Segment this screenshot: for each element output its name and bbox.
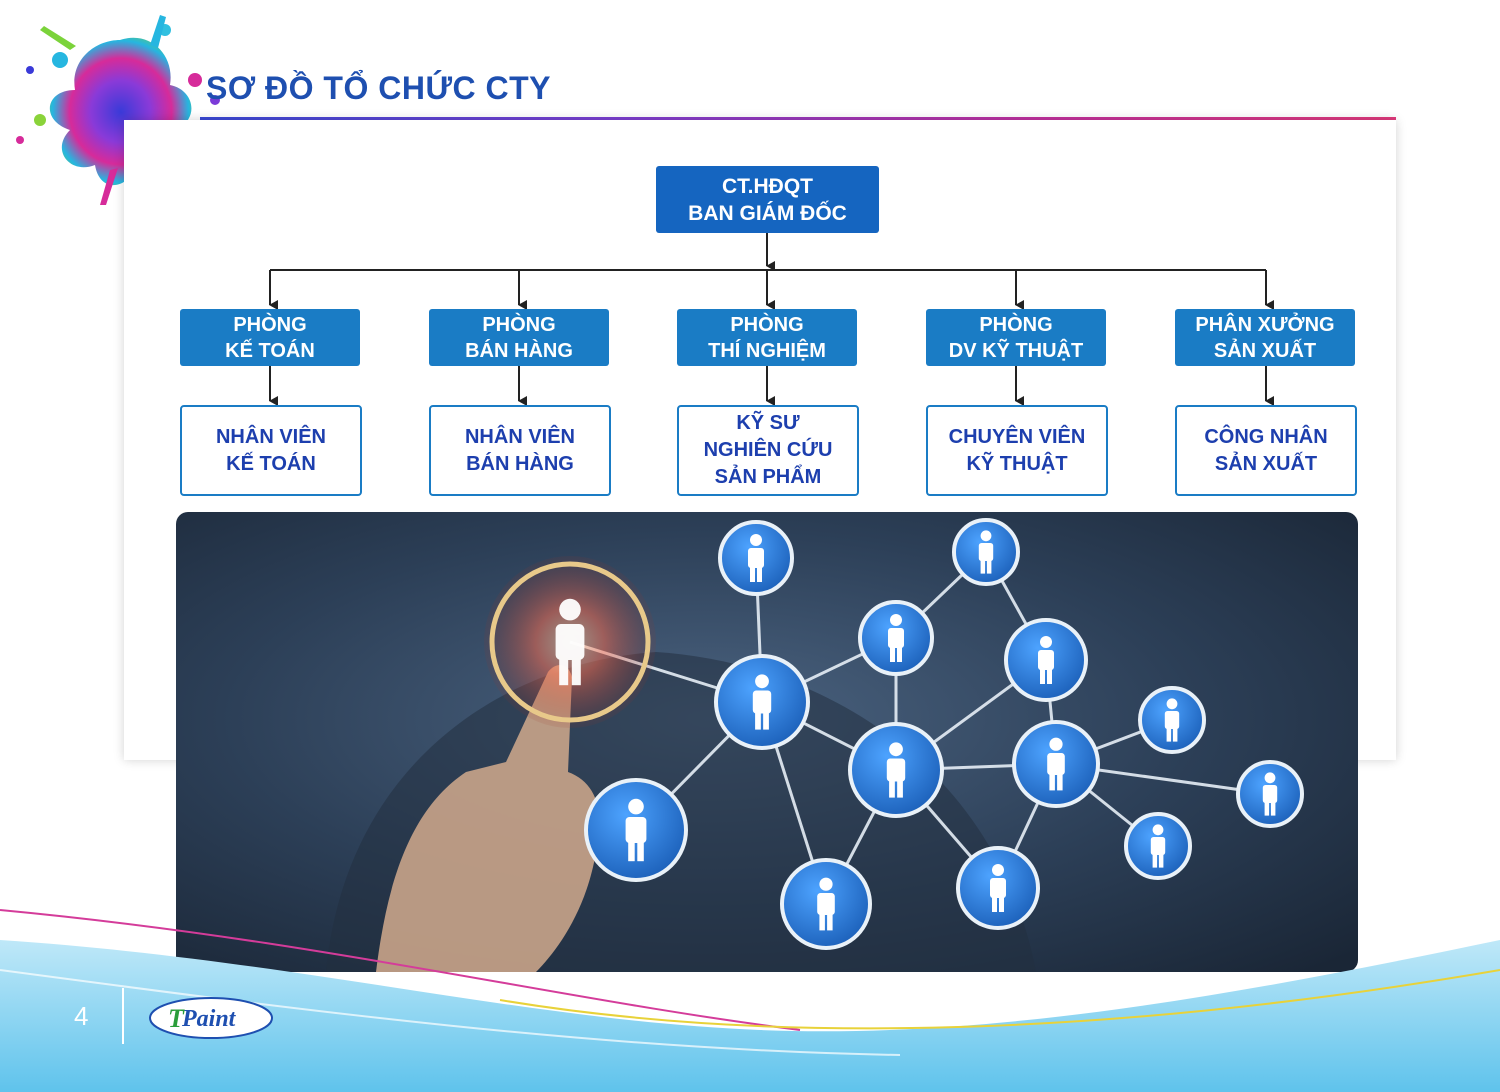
dept-technical-service-box: PHÒNG DV KỸ THUẬT — [926, 309, 1106, 366]
staff-production-box: CÔNG NHÂN SẢN XUẤT — [1175, 405, 1357, 496]
logo-mark: T — [168, 1004, 185, 1033]
staff-technical-box: CHUYÊN VIÊN KỸ THUẬT — [926, 405, 1108, 496]
footer-divider — [122, 988, 124, 1044]
page-title: SƠ ĐỒ TỔ CHỨC CTY — [206, 70, 552, 106]
dept-sales-box: PHÒNG BÁN HÀNG — [429, 309, 609, 366]
org-chart-connectors — [269, 233, 1274, 406]
dept-production-box: PHÂN XƯỞNG SẢN XUẤT — [1175, 309, 1355, 366]
network-illustration — [176, 512, 1358, 972]
footer-waves — [0, 909, 1500, 1092]
board-of-directors-box: CT.HĐQT BAN GIÁM ĐỐC — [656, 166, 879, 233]
tpaint-logo: T Paint — [149, 997, 273, 1039]
staff-accounting-box: NHÂN VIÊN KẾ TOÁN — [180, 405, 362, 496]
dept-accounting-box: PHÒNG KẾ TOÁN — [180, 309, 360, 366]
dept-laboratory-box: PHÒNG THÍ NGHIỆM — [677, 309, 857, 366]
logo-text: Paint — [181, 1006, 237, 1032]
title-underline — [200, 117, 1396, 120]
page-number: 4 — [74, 1001, 89, 1031]
staff-sales-box: NHÂN VIÊN BÁN HÀNG — [429, 405, 611, 496]
staff-research-box: KỸ SƯ NGHIÊN CỨU SẢN PHẨM — [677, 405, 859, 496]
